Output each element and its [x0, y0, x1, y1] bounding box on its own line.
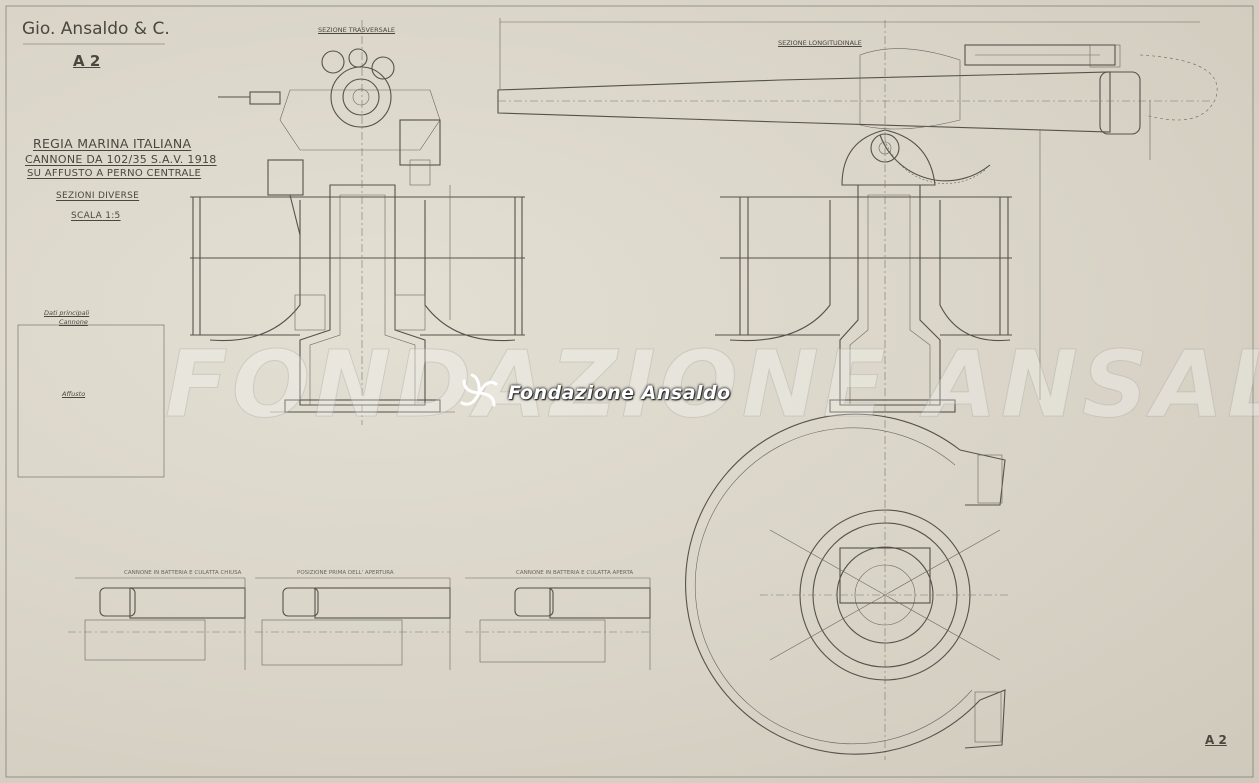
table-section-affusto: Affusto [62, 390, 86, 398]
logo-text: Fondazione Ansaldo [508, 382, 731, 404]
transverse-section-view [190, 20, 525, 425]
caption-longitudinal: SEZIONE LONGITUDINALE [778, 39, 862, 47]
breech-view-1 [68, 577, 246, 670]
plan-view [685, 413, 1010, 755]
ansaldo-swirl-logo-icon [460, 373, 498, 407]
table-section-cannone: Cannone [59, 318, 88, 326]
caption-transverse: SEZIONE TRASVERSALE [318, 26, 396, 34]
table-title: Dati principali [44, 309, 90, 317]
data-table-frame [17, 324, 165, 478]
company-name: Gio. Ansaldo & C. [22, 19, 170, 39]
sheet-border [5, 5, 1254, 778]
title-line-2: CANNONE DA 102/35 S.A.V. 1918 [25, 153, 217, 166]
caption-small-1: CANNONE IN BATTERIA E CULATTA CHIUSA [124, 570, 242, 576]
breech-views [68, 577, 651, 670]
longitudinal-section-view [497, 18, 1218, 760]
title-line-4: SEZIONI DIVERSE [56, 191, 140, 201]
corner-sheet-mark: A 2 [1205, 733, 1227, 747]
breech-view-2 [255, 577, 451, 670]
caption-small-2: POSIZIONE PRIMA DELL' APERTURA [297, 570, 394, 576]
sheet-number: A 2 [73, 52, 101, 70]
title-line-5: SCALA 1:5 [71, 211, 121, 221]
breech-view-3 [465, 577, 651, 670]
caption-small-3: CANNONE IN BATTERIA E CULATTA APERTA [516, 570, 634, 576]
watermark-text: FONDAZIONE ANSALDO [165, 331, 1259, 438]
title-line-3: SU AFFUSTO A PERNO CENTRALE [27, 168, 202, 179]
fondazione-logo: Fondazione Ansaldo [458, 372, 731, 414]
title-line-1: REGIA MARINA ITALIANA [33, 136, 192, 151]
